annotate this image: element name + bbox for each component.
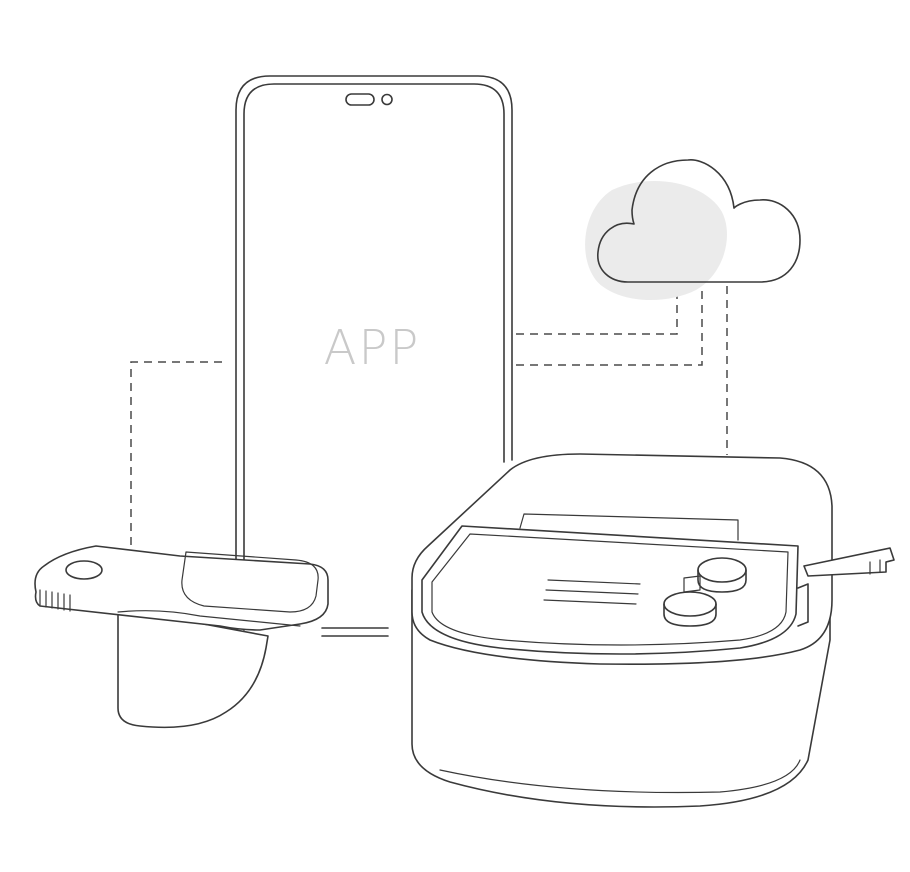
phone-speaker-slot bbox=[345, 93, 375, 106]
test-strip-icon bbox=[803, 547, 895, 577]
reader-tray-inner bbox=[431, 533, 789, 646]
reader-button-bridge bbox=[683, 575, 701, 593]
usb-key-device-icon bbox=[34, 545, 329, 729]
key-lower-body bbox=[117, 607, 269, 729]
phone-outer-frame bbox=[235, 75, 513, 631]
cloud-highlight-blob bbox=[585, 181, 727, 301]
connector-phone-to-cloud-a bbox=[516, 284, 678, 335]
key-top-surface bbox=[181, 551, 319, 613]
phone-front-camera bbox=[381, 93, 393, 106]
reader-base-lip bbox=[439, 759, 801, 794]
key-inner-rim bbox=[117, 610, 301, 627]
reader-button-bottom bbox=[663, 591, 717, 627]
reader-tray bbox=[421, 525, 799, 655]
connector-phone-to-key bbox=[130, 361, 222, 545]
key-ring-hole bbox=[65, 560, 103, 580]
strip-reader-device-icon bbox=[411, 453, 895, 808]
connection-lines bbox=[130, 284, 728, 545]
reader-side-slot bbox=[797, 583, 809, 627]
reader-button-top bbox=[697, 557, 747, 593]
phone-bottom-edge bbox=[321, 627, 389, 637]
cloud-icon bbox=[585, 159, 801, 301]
app-label: APP bbox=[324, 320, 421, 376]
cloud-outline bbox=[597, 159, 801, 283]
reader-back-panel bbox=[519, 513, 739, 541]
reader-display-lines bbox=[543, 579, 641, 605]
connector-phone-to-cloud-b bbox=[516, 284, 703, 366]
test-strip-notch bbox=[869, 559, 881, 575]
smartphone-icon: APP bbox=[235, 75, 513, 637]
key-grip-ridges bbox=[39, 589, 71, 612]
phone-inner-frame bbox=[243, 83, 505, 631]
